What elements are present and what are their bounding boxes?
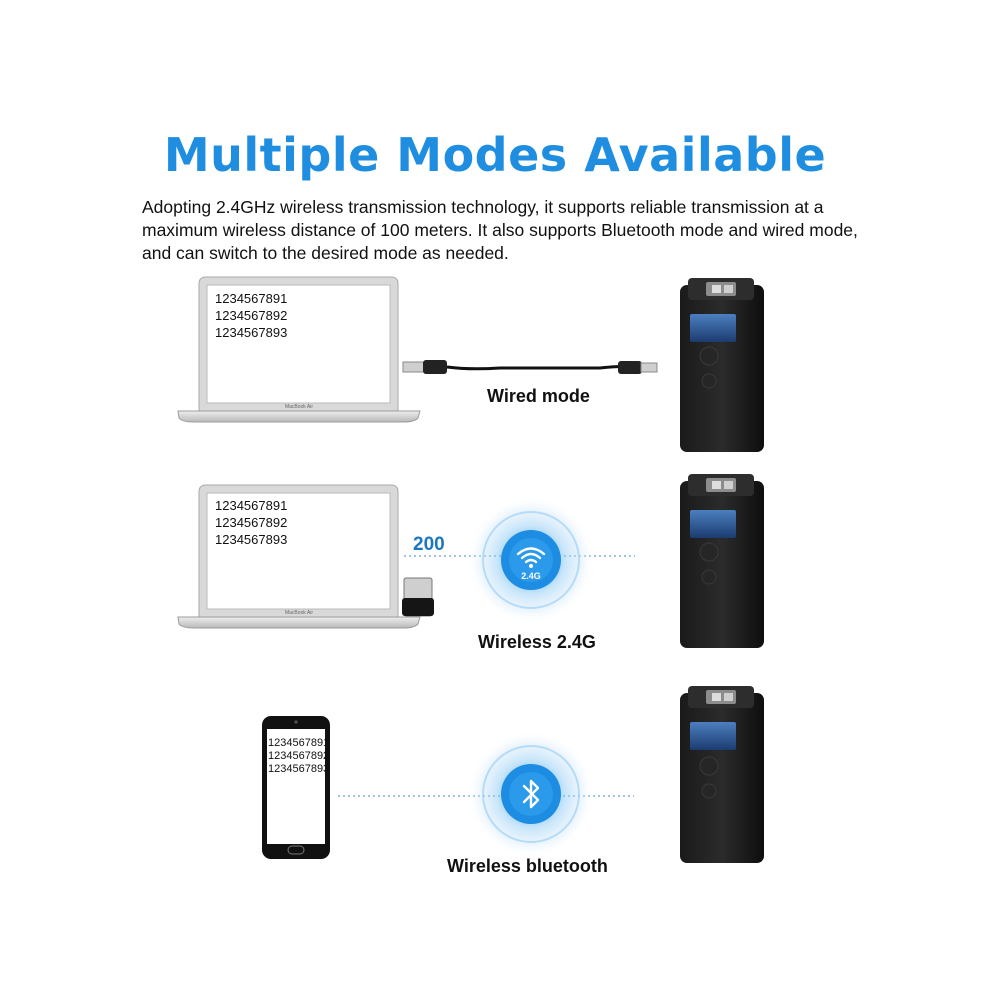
phone-screen-text: 1234567891 1234567892 1234567893: [268, 737, 329, 776]
screen-line: 1234567893: [215, 325, 288, 340]
wifi-badge-label: 2.4G: [521, 571, 541, 581]
screen-line: 1234567891: [215, 498, 288, 513]
smartphone-icon: [262, 716, 330, 859]
laptop-screen-text: 1234567891 1234567892 1234567893: [215, 290, 287, 341]
distance-label: 200: [413, 534, 445, 555]
bluetooth-icon: [522, 779, 540, 809]
wired-mode-label: Wired mode: [487, 386, 590, 406]
screen-line: 1234567891: [268, 737, 330, 749]
wireless-24g-label: Wireless 2.4G: [478, 632, 596, 652]
barcode-scanner-icon: [680, 278, 764, 452]
svg-text:MacBook Air: MacBook Air: [285, 610, 313, 616]
page-title: Multiple Modes Available: [163, 128, 827, 182]
screen-line: 1234567893: [215, 532, 288, 547]
screen-line: 1234567893: [268, 763, 330, 775]
screen-line: 1234567892: [268, 750, 330, 762]
screen-line: 1234567892: [215, 515, 288, 530]
description: Adopting 2.4GHz wireless transmission te…: [142, 197, 858, 263]
laptop-screen-text: 1234567891 1234567892 1234567893: [215, 497, 287, 548]
laptop-icon: MacBook Air: [177, 484, 421, 629]
svg-text:MacBook Air: MacBook Air: [285, 404, 313, 410]
wifi-icon: [516, 547, 546, 568]
barcode-scanner-icon: [680, 474, 764, 648]
usb-cable-icon: [402, 360, 658, 374]
laptop-icon: MacBook Air: [177, 276, 421, 423]
usb-dongle-icon: [402, 577, 434, 617]
bluetooth-label: Wireless bluetooth: [447, 856, 608, 876]
screen-line: 1234567892: [215, 308, 288, 323]
barcode-scanner-icon: [680, 686, 764, 863]
screen-line: 1234567891: [215, 291, 288, 306]
